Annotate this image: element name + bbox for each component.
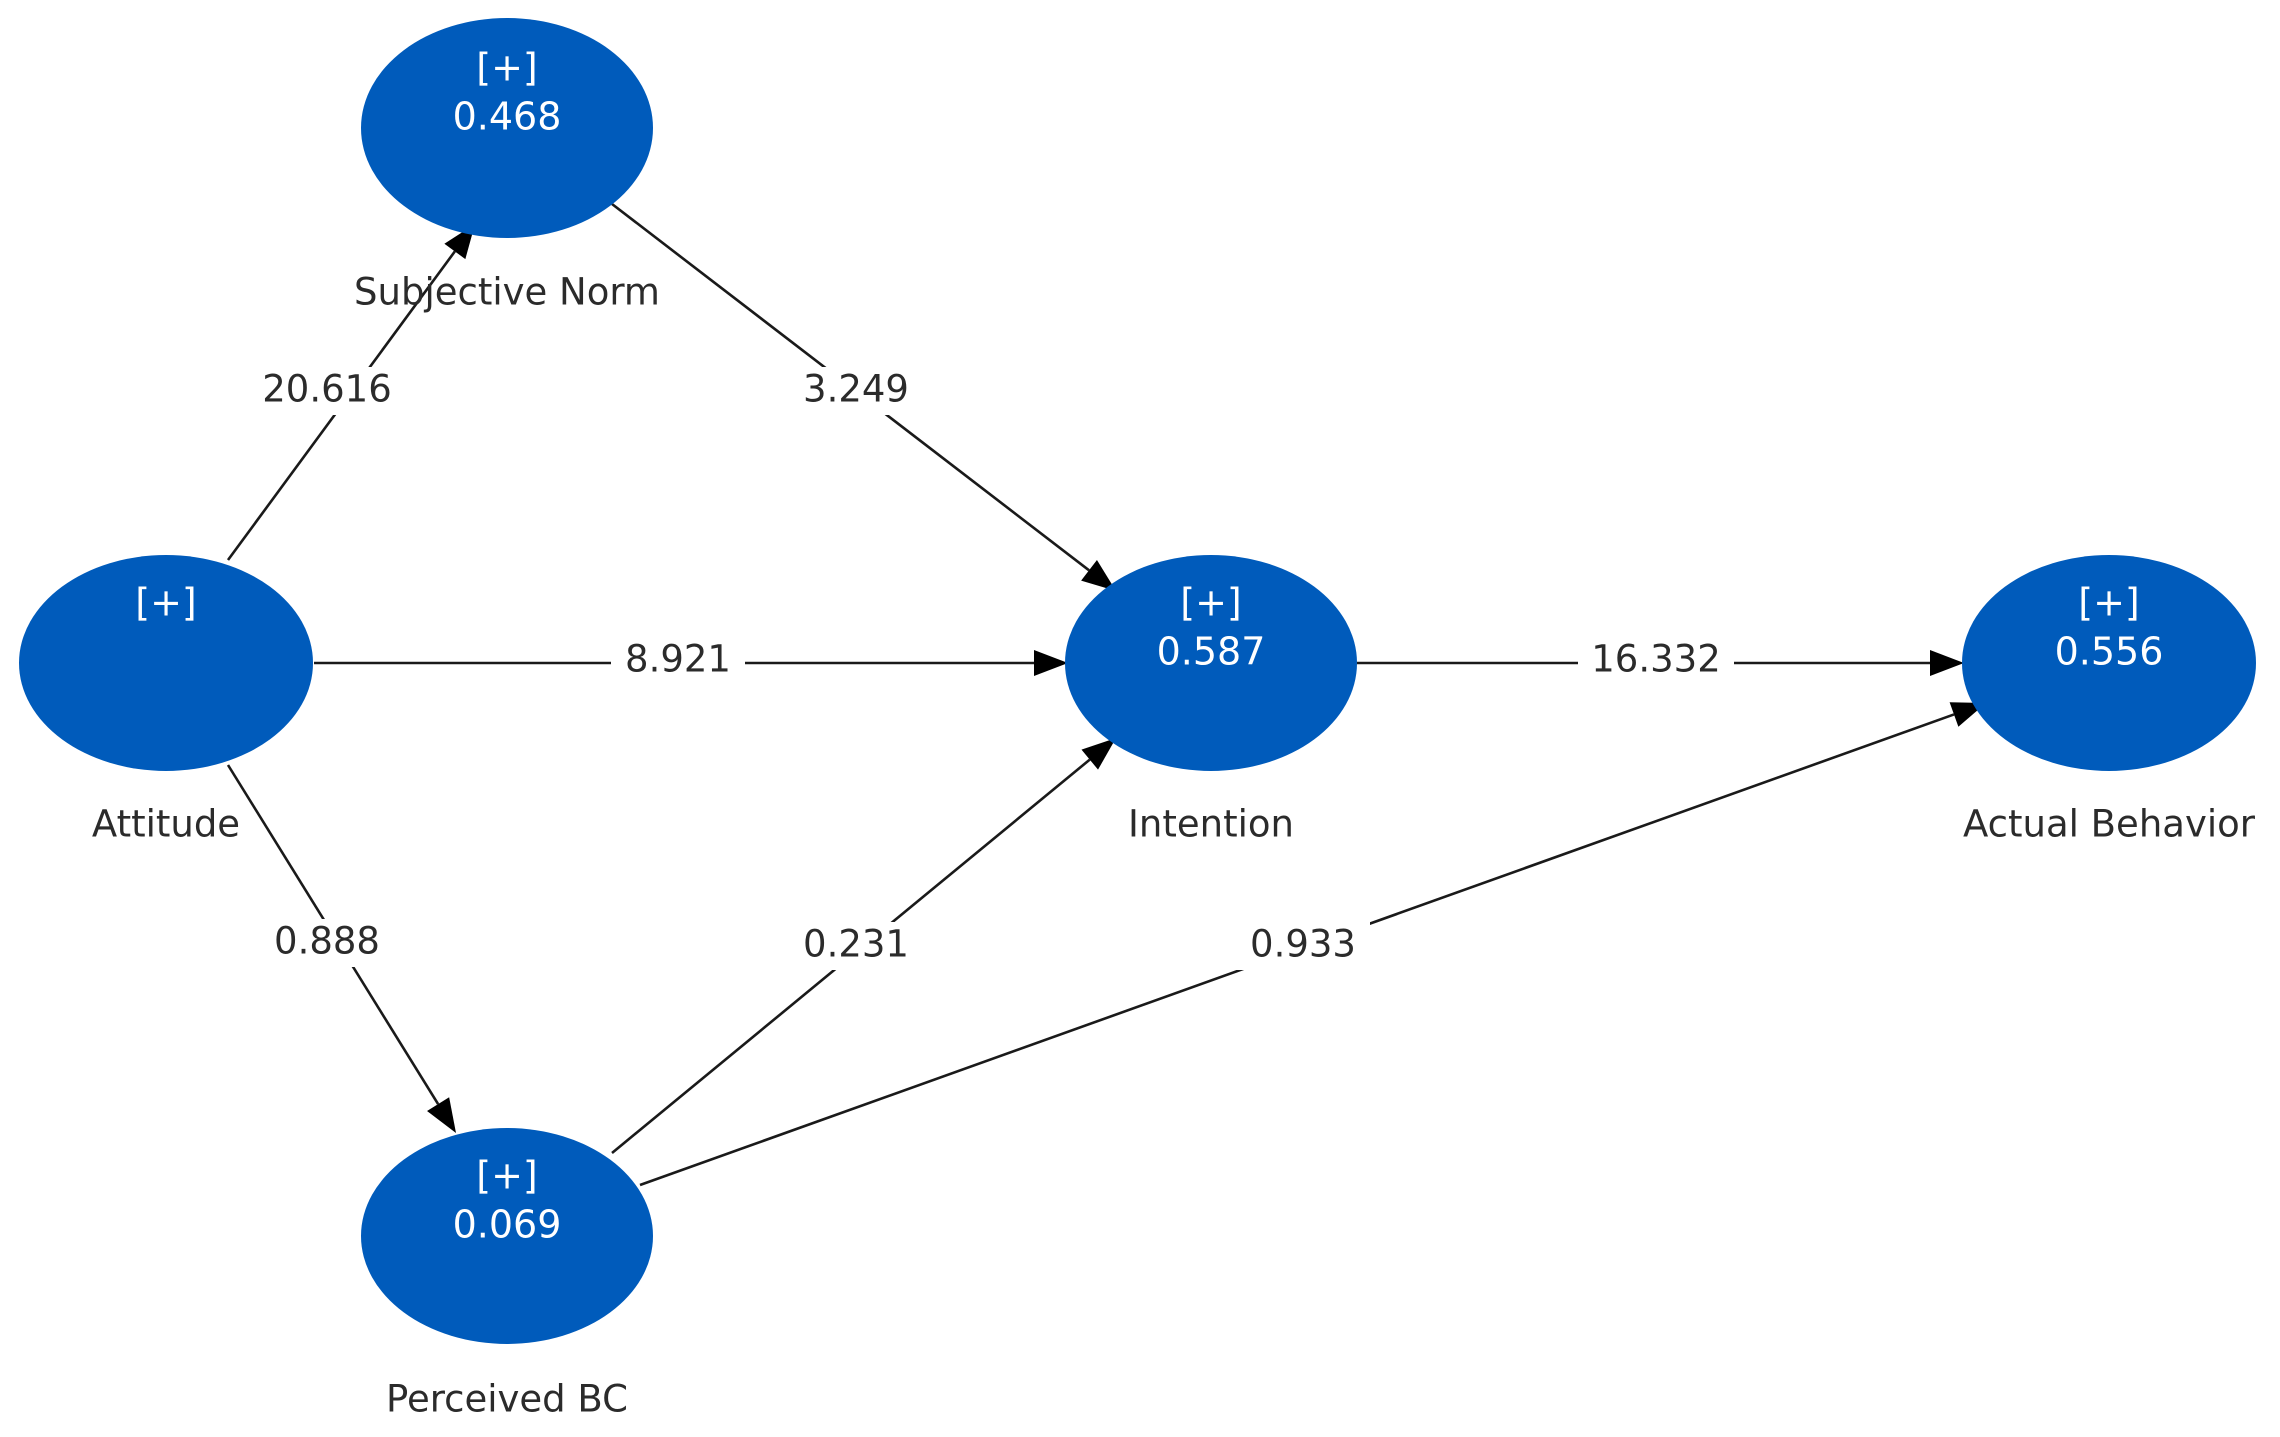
r-squared-value: 0.587 [1157, 630, 1266, 674]
edge-intention-to-actual_behavior: 16.332 [1357, 637, 1964, 685]
node-label: Actual Behavior [1963, 803, 2256, 846]
r-squared-value: 0.556 [2055, 630, 2164, 674]
edge-label-background [260, 919, 394, 967]
expand-toggle[interactable]: [+] [135, 581, 197, 625]
r-squared-value: 0.069 [453, 1203, 562, 1247]
arrowhead-icon [1034, 650, 1068, 676]
node-ellipse [361, 18, 653, 238]
edge-label-background [611, 637, 745, 685]
node-attitude: [+] Attitude [19, 555, 313, 846]
node-ellipse [1962, 555, 2256, 771]
edge-coefficient-label: 3.249 [803, 368, 909, 411]
edge-label-background [1236, 922, 1370, 970]
edges: 20.616 3.249 8.921 16.332 0.888 0.231 0.933 [226, 202, 1986, 1187]
node-label: Intention [1128, 803, 1294, 846]
arrowhead-icon [1081, 559, 1116, 591]
node-label: Subjective Norm [354, 271, 660, 314]
edge-attitude-to-perceived_bc: 0.888 [226, 764, 456, 1133]
edge-label-background [789, 367, 923, 415]
expand-toggle[interactable]: [+] [476, 1154, 538, 1198]
node-ellipse [1065, 555, 1357, 771]
edge-label-background [789, 922, 923, 970]
edge-attitude-to-intention: 8.921 [314, 637, 1068, 685]
expand-toggle[interactable]: [+] [476, 46, 538, 90]
edge-label-background [1578, 637, 1734, 685]
expand-toggle[interactable]: [+] [1180, 581, 1242, 625]
edge-coefficient-label: 0.888 [274, 920, 380, 963]
node-ellipse [19, 555, 313, 771]
edge-subjective_norm-to-intention: 3.249 [611, 202, 1116, 591]
arrowhead-icon [1081, 738, 1116, 770]
edge-coefficient-label: 16.332 [1591, 638, 1720, 681]
edge-perceived_bc-to-actual_behavior: 0.933 [639, 702, 1986, 1187]
edge-coefficient-label: 0.231 [803, 923, 909, 966]
edge-perceived_bc-to-intention: 0.231 [611, 738, 1116, 1155]
edge-label-background [249, 367, 405, 415]
node-label: Attitude [92, 803, 240, 846]
node-label: Perceived BC [386, 1378, 628, 1421]
expand-toggle[interactable]: [+] [2078, 581, 2140, 625]
arrowhead-icon [427, 1097, 456, 1133]
r-squared-value: 0.468 [453, 95, 562, 139]
edge-coefficient-label: 0.933 [1250, 923, 1356, 966]
edge-coefficient-label: 20.616 [262, 368, 391, 411]
node-ellipse [361, 1128, 653, 1344]
edge-coefficient-label: 8.921 [625, 638, 731, 681]
arrowhead-icon [1930, 650, 1964, 676]
